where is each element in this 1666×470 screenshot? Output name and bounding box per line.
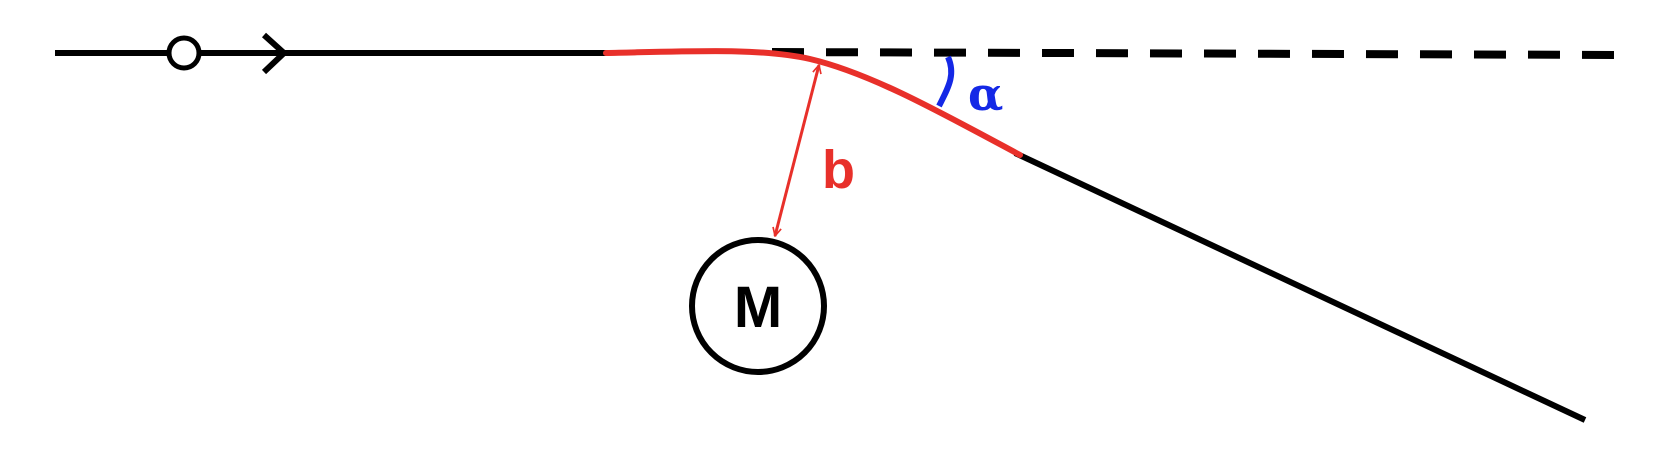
outgoing-ray bbox=[1013, 150, 1587, 423]
deflection-angle-arc bbox=[936, 55, 955, 108]
mass-label: M bbox=[734, 275, 782, 340]
deflection-curve bbox=[603, 48, 1023, 158]
open-circle-icon bbox=[166, 35, 202, 71]
mass-circle bbox=[689, 237, 827, 375]
undeflected-dashed-line bbox=[771, 48, 1626, 59]
deflection-angle-label: α bbox=[968, 67, 1003, 121]
impact-parameter-label: b bbox=[822, 140, 855, 200]
chevron-right-icon bbox=[261, 32, 289, 75]
impact-parameter-arrow bbox=[775, 65, 819, 236]
